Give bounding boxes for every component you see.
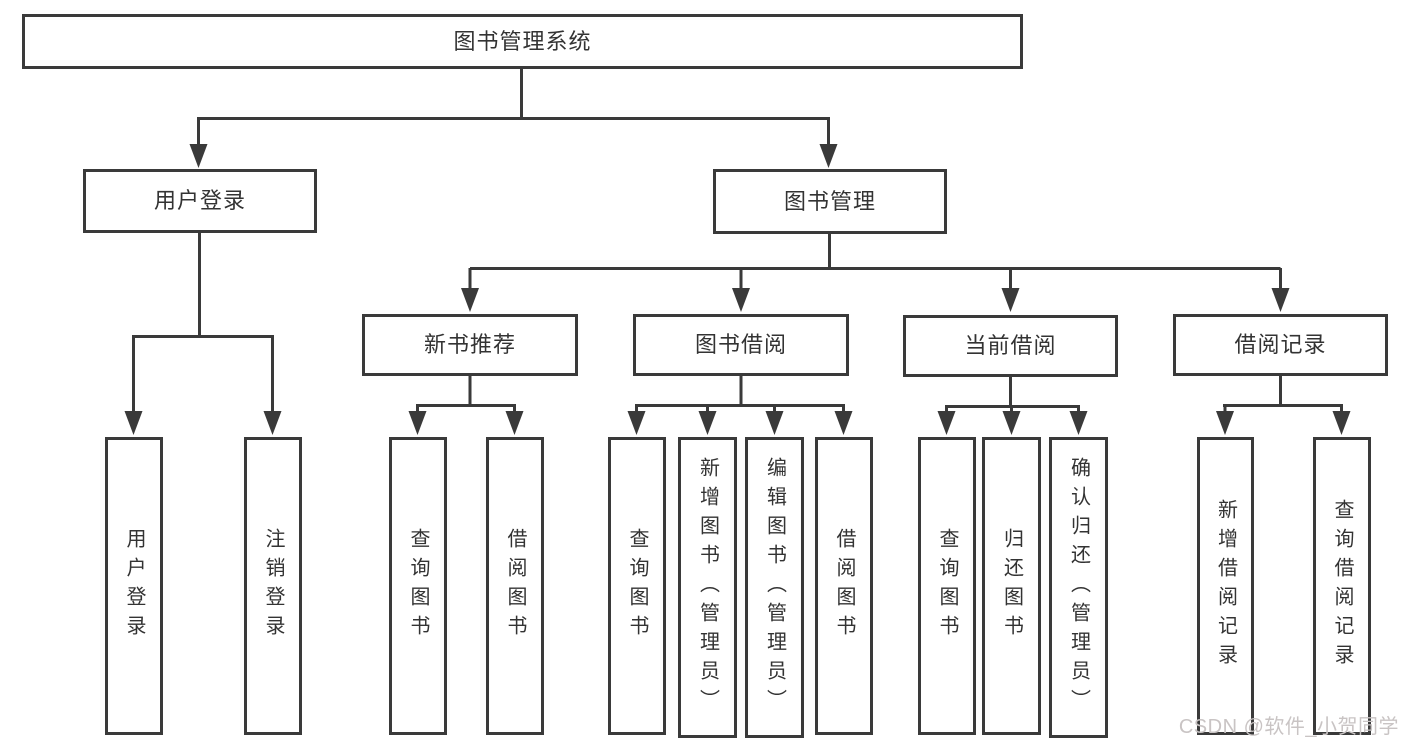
csdn-watermark: CSDN @软件_小贺同学: [1178, 716, 1399, 738]
arrow-down-icon: [834, 411, 853, 435]
arrow-down-icon: [1216, 411, 1234, 435]
arrow-down-icon: [1271, 288, 1290, 312]
arrow-down-icon: [765, 411, 784, 435]
leaf-confirm-return-admin: 确认归还（管理员）: [1049, 437, 1108, 738]
node-book-management: 图书管理: [713, 169, 947, 234]
arrow-down-icon: [461, 288, 479, 312]
node-label: 新书推荐: [423, 332, 516, 357]
arrow-down-icon: [1001, 288, 1020, 312]
leaf-label: 注销登录: [262, 528, 284, 644]
leaf-add-borrow-record: 新增借阅记录: [1197, 437, 1254, 735]
leaf-logout: 注销登录: [244, 437, 302, 735]
node-label: 图书管理: [783, 188, 876, 214]
arrow-down-icon: [937, 411, 956, 435]
arrow-down-icon: [627, 411, 646, 435]
leaf-borrow-book-book-borrow: 借阅图书: [815, 437, 873, 735]
leaf-label: 借阅图书: [504, 528, 526, 644]
arrow-down-icon: [263, 411, 282, 435]
edge-book-borrow-drops: [635, 405, 845, 413]
leaf-label: 查询图书: [626, 528, 648, 644]
node-label: 图书借阅: [694, 332, 787, 357]
leaf-label: 确认归还（管理员）: [1067, 457, 1090, 718]
leaf-query-book-new-book: 查询图书: [389, 437, 447, 735]
node-label: 当前借阅: [964, 333, 1057, 358]
node-label: 借阅记录: [1234, 332, 1327, 357]
node-root-system: 图书管理系统: [22, 14, 1023, 69]
leaf-query-book-book-borrow: 查询图书: [608, 437, 666, 735]
leaf-label: 归还图书: [1000, 528, 1023, 644]
leaf-borrow-book-new-book: 借阅图书: [486, 437, 544, 735]
arrow-down-icon: [408, 411, 427, 435]
leaf-label: 借阅图书: [833, 528, 855, 644]
leaf-label: 新增图书（管理员）: [696, 457, 719, 718]
arrow-down-icon: [1069, 411, 1088, 435]
leaf-edit-book-admin: 编辑图书（管理员）: [745, 437, 804, 738]
arrow-down-icon: [1002, 411, 1021, 435]
leaf-label: 查询图书: [407, 528, 429, 644]
arrow-down-icon: [505, 411, 524, 435]
arrow-down-icon: [732, 288, 750, 312]
node-current-borrow: 当前借阅: [903, 315, 1118, 377]
leaf-query-borrow-record: 查询借阅记录: [1313, 437, 1371, 735]
node-label: 用户登录: [153, 188, 246, 213]
node-label: 图书管理系统: [453, 28, 592, 54]
arrow-down-icon: [189, 144, 208, 168]
arrow-down-icon: [1332, 411, 1351, 435]
leaf-add-book-admin: 新增图书（管理员）: [678, 437, 737, 738]
leaf-user-login: 用户登录: [105, 437, 163, 735]
edge-new-book-drops: [416, 405, 516, 413]
arrow-down-icon: [124, 411, 143, 435]
leaf-label: 用户登录: [123, 528, 145, 644]
node-new-book-recommend: 新书推荐: [362, 314, 578, 376]
node-book-borrow: 图书借阅: [633, 314, 849, 376]
edge-current-borrow-drops: [945, 406, 1080, 413]
edge-borrow-records-drops: [1223, 405, 1343, 413]
node-user-login: 用户登录: [83, 169, 317, 233]
leaf-label: 编辑图书（管理员）: [763, 457, 786, 718]
arrow-down-icon: [698, 411, 717, 435]
leaf-return-book: 归还图书: [982, 437, 1041, 735]
leaf-query-book-current-borrow: 查询图书: [918, 437, 976, 735]
arrow-down-icon: [819, 144, 838, 168]
leaf-label: 新增借阅记录: [1214, 499, 1237, 673]
leaf-label: 查询图书: [936, 528, 958, 644]
node-borrow-records: 借阅记录: [1173, 314, 1388, 376]
leaf-label: 查询借阅记录: [1331, 499, 1353, 673]
